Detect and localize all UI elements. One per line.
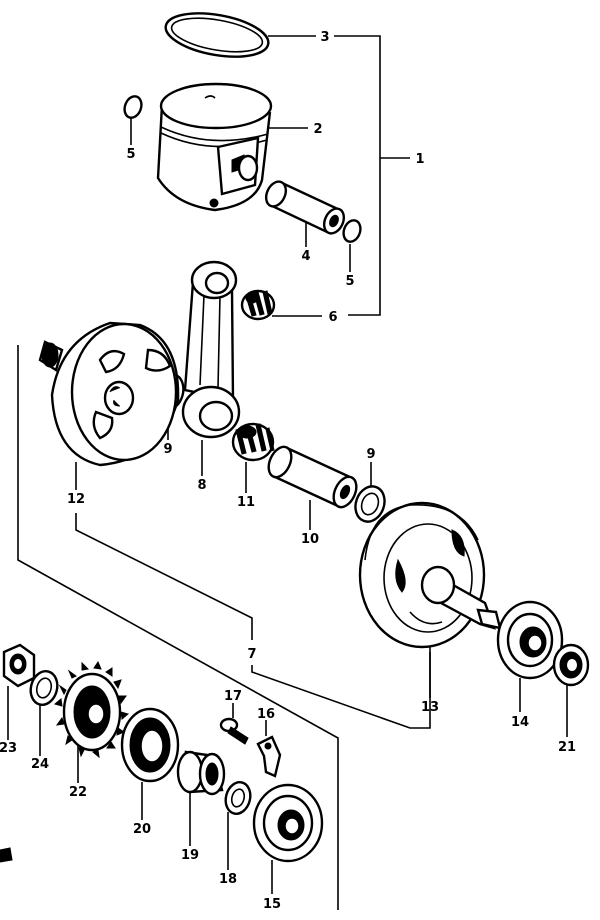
primary-drive-gear bbox=[53, 660, 130, 759]
thrust-washer bbox=[354, 485, 386, 523]
circlip bbox=[342, 219, 362, 243]
callout-17: 17 bbox=[224, 689, 242, 704]
crank-bearing-left bbox=[252, 783, 324, 863]
callout-24: 24 bbox=[31, 757, 49, 772]
crank-web-right bbox=[358, 501, 502, 649]
callout-14: 14 bbox=[511, 715, 529, 730]
oil-seal-right bbox=[552, 643, 590, 687]
small-end-bearing bbox=[240, 289, 276, 321]
callout-12: 12 bbox=[67, 492, 85, 507]
callout-20: 20 bbox=[133, 822, 151, 837]
callout-3: 3 bbox=[320, 30, 329, 45]
bearing-retainer bbox=[256, 735, 282, 778]
callout-16: 16 bbox=[257, 707, 275, 722]
shim bbox=[224, 781, 252, 815]
callout-22: 22 bbox=[69, 785, 87, 800]
callout-13: 13 bbox=[421, 700, 439, 715]
callout-10: 10 bbox=[301, 532, 319, 547]
callout-6: 6 bbox=[328, 310, 337, 325]
callout-21: 21 bbox=[558, 740, 576, 755]
callout-9: 9 bbox=[163, 442, 172, 457]
callout-23: 23 bbox=[0, 741, 17, 756]
partial-part-fragment bbox=[0, 847, 13, 863]
piston-pin bbox=[264, 180, 346, 235]
oil-seal-left bbox=[120, 707, 180, 783]
callout-2: 2 bbox=[313, 122, 322, 137]
callout-5: 5 bbox=[345, 274, 354, 289]
big-end-bearing bbox=[231, 422, 275, 462]
callout-18: 18 bbox=[219, 872, 237, 887]
screw bbox=[219, 717, 249, 745]
crank-bearing-right bbox=[496, 600, 564, 680]
piston bbox=[156, 82, 273, 212]
piston-ring bbox=[164, 12, 270, 58]
crank-pin bbox=[267, 445, 358, 509]
crank-web-left bbox=[38, 321, 180, 467]
callout-7: 7 bbox=[247, 647, 256, 662]
nut bbox=[2, 643, 36, 688]
callout-1: 1 bbox=[415, 152, 424, 167]
callout-15: 15 bbox=[263, 897, 281, 912]
connecting-rod bbox=[181, 260, 241, 439]
circlip bbox=[123, 95, 143, 119]
callout-9: 9 bbox=[366, 447, 375, 462]
callout-19: 19 bbox=[181, 848, 199, 863]
callout-labels: 3 2 1 5 4 5 6 9 9 8 11 12 10 7 13 14 21 … bbox=[0, 30, 576, 912]
washer bbox=[29, 670, 59, 706]
callout-8: 8 bbox=[197, 478, 206, 493]
spacer bbox=[176, 750, 226, 796]
callout-11: 11 bbox=[237, 495, 255, 510]
callout-4: 4 bbox=[301, 249, 310, 264]
callout-5: 5 bbox=[126, 147, 135, 162]
